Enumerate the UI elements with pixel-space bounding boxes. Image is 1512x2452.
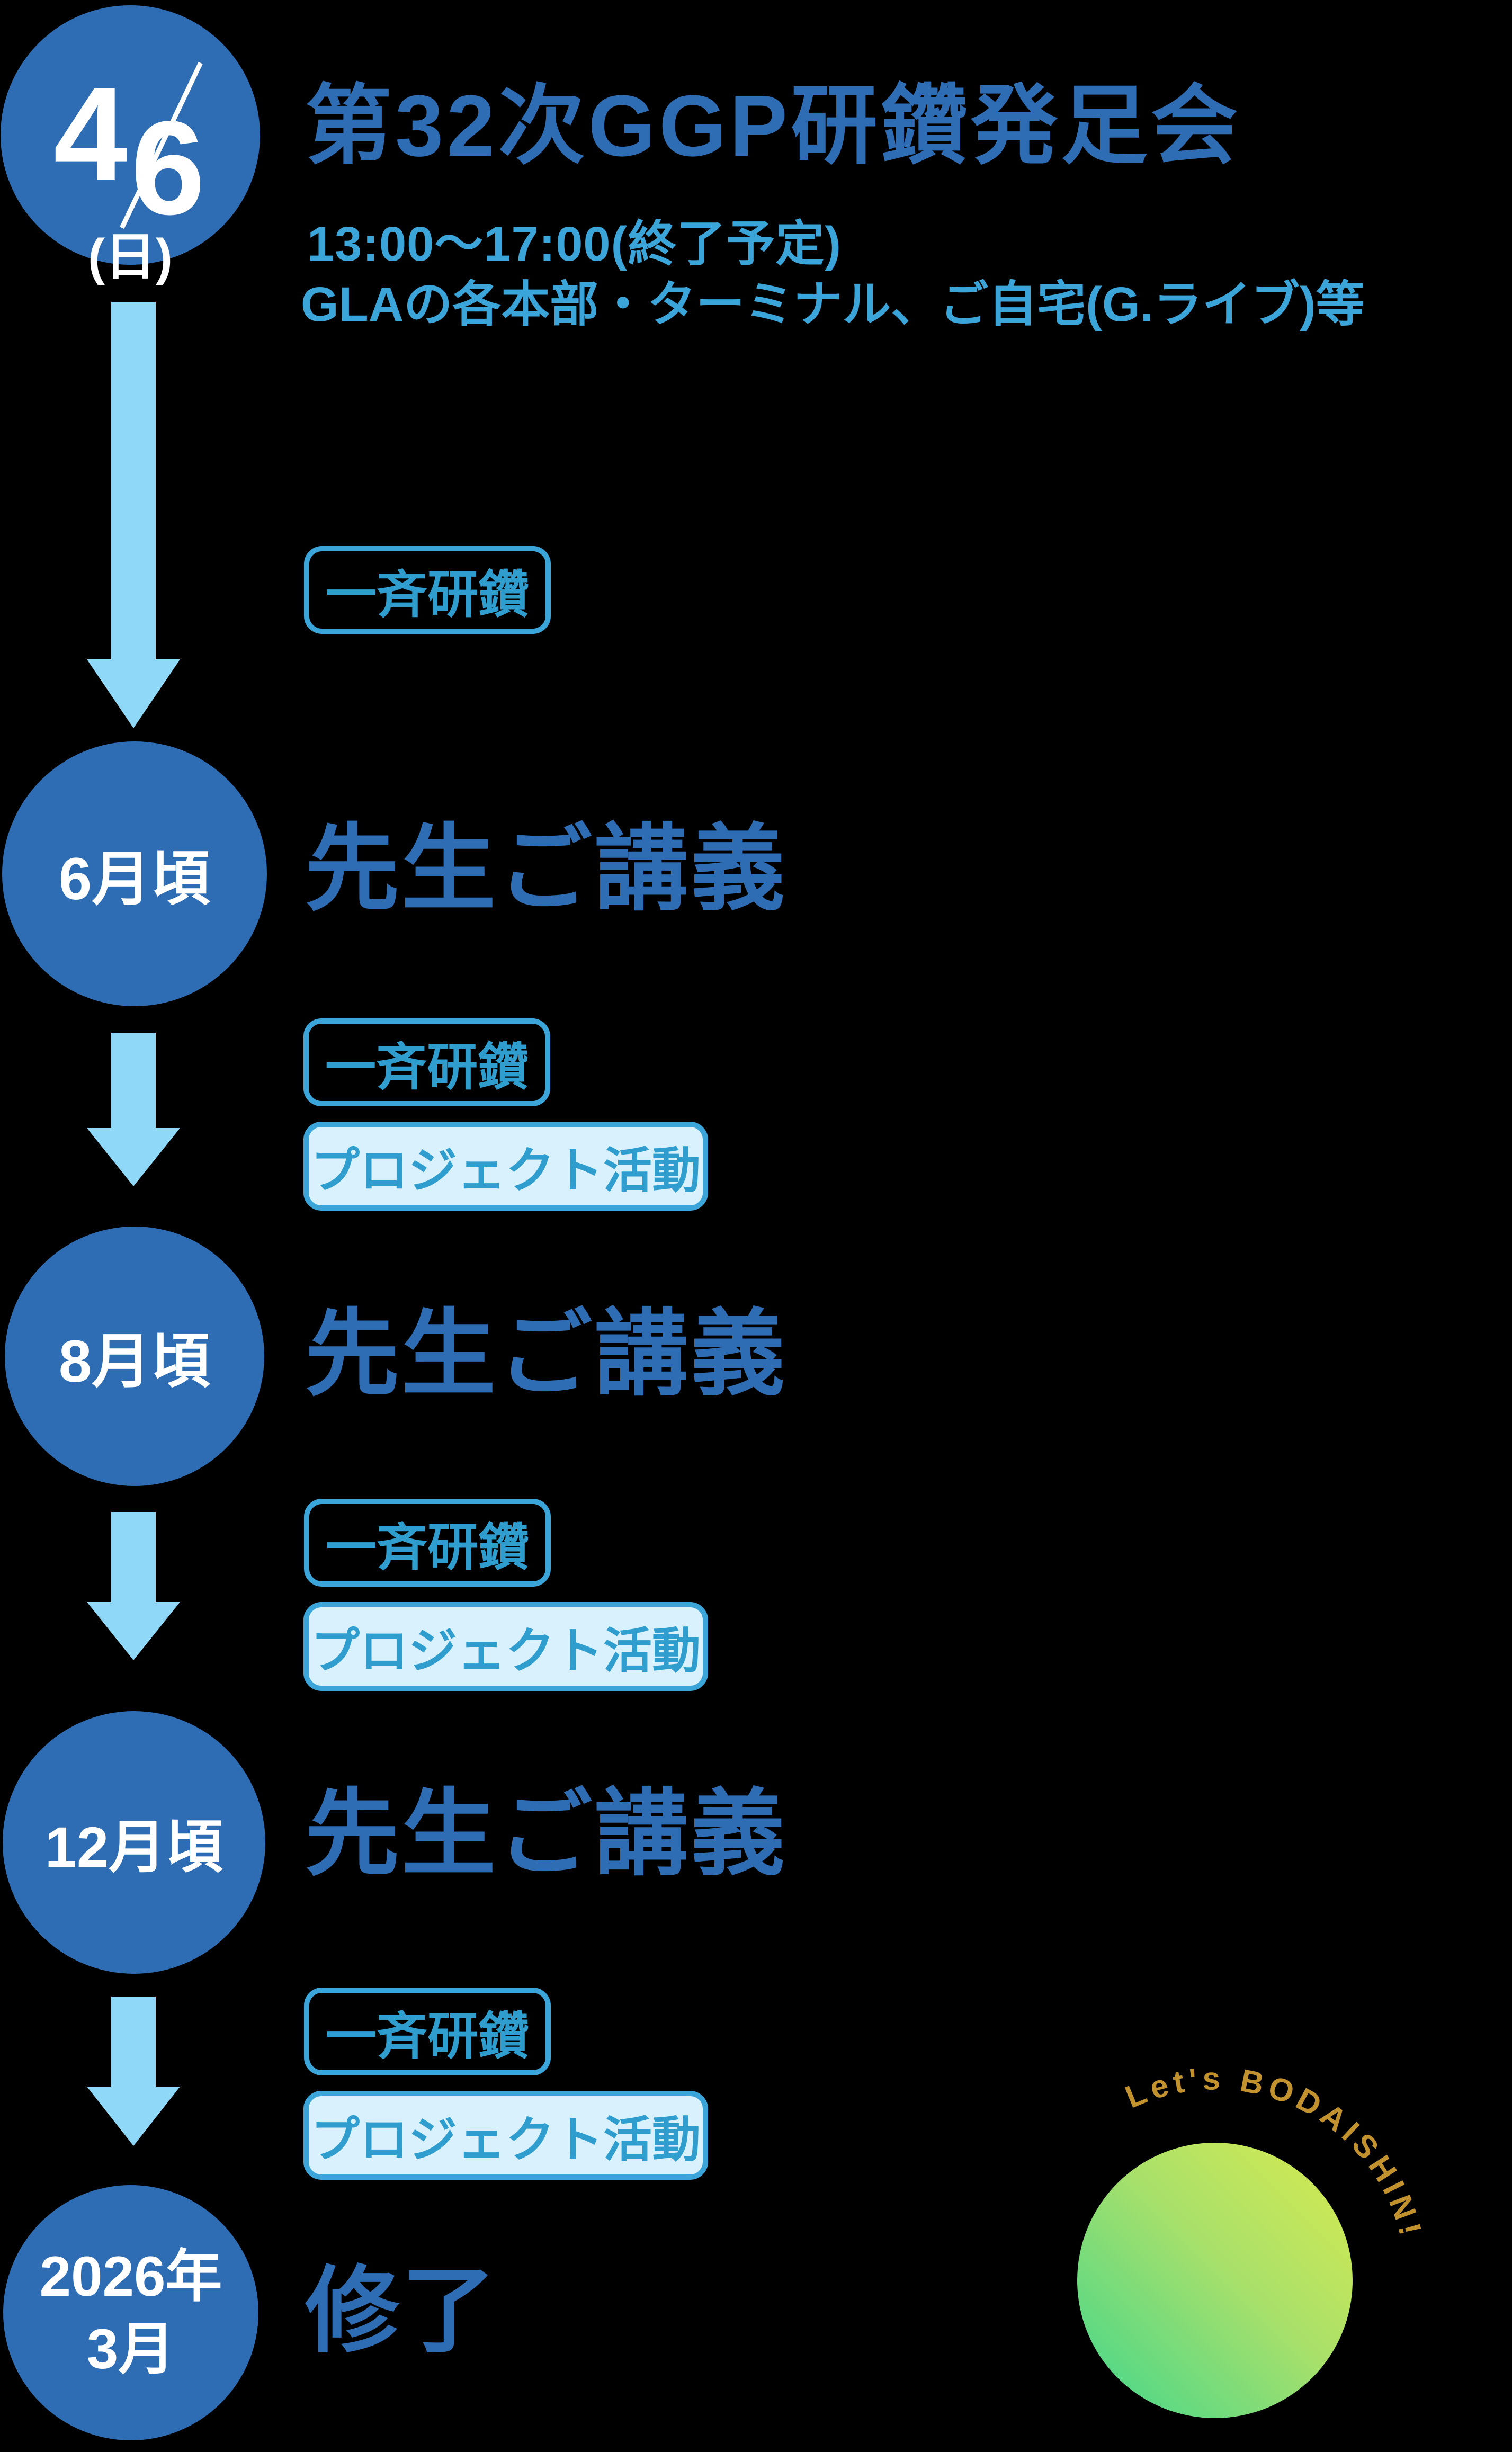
arrow-head-icon [87, 2087, 180, 2146]
arrow-down-1 [87, 302, 180, 728]
lecture-title-august: 先生ご講義 [305, 1301, 787, 1407]
arrow-shaft [111, 1512, 156, 1602]
arrow-shaft [111, 1997, 156, 2087]
date-day: 6 [131, 94, 205, 243]
lecture-title-december: 先生ご講義 [305, 1781, 787, 1886]
badge-project-activity: プロジェクト活動 [303, 1122, 708, 1211]
event-title-kickoff: 第32次GGP研鑽発足会 [305, 77, 1241, 174]
timeline-node-august: 8月頃 [5, 1227, 264, 1486]
lecture-title-june: 先生ご講義 [305, 816, 787, 921]
bodaishin-arc-text: Let's BODAISHIN! [1120, 2061, 1429, 2243]
arrow-down-3 [87, 1512, 180, 1660]
bodaishin-arc: Let's BODAISHIN! [1120, 2061, 1429, 2243]
timeline-node-december: 12月頃 [3, 1711, 265, 1974]
date-month: 3月 [86, 2317, 175, 2381]
badge-project-activity: プロジェクト活動 [303, 1602, 708, 1691]
arrow-head-icon [87, 659, 180, 728]
arrow-shaft [111, 1033, 156, 1128]
date-label: 12月頃 [44, 1815, 223, 1879]
arrow-down-2 [87, 1033, 180, 1186]
completion-title: 修了 [305, 2258, 498, 2364]
date-label: 6月頃 [58, 846, 211, 912]
timeline-node-march2026: 2026年 3月 [3, 2185, 258, 2440]
bodaishin-stamp-circle [1077, 2143, 1353, 2418]
date-year: 2026年 [39, 2244, 222, 2308]
timeline-node-apr6: 4 6 (日) [1, 5, 260, 283]
date-weekday: (日) [88, 229, 173, 285]
timeline-node-june: 6月頃 [2, 741, 267, 1006]
arrow-shaft [111, 302, 156, 659]
arrow-down-4 [87, 1997, 180, 2146]
arrow-head-icon [87, 1602, 180, 1660]
badge-issei-kensan: 一斉研鑽 [304, 1988, 551, 2075]
badge-project-activity: プロジェクト活動 [303, 2091, 708, 2180]
date-month: 4 [53, 60, 128, 209]
event-time: 13:00～17:00(終了予定) [307, 217, 842, 271]
event-venue: GLAの各本部・ターミナル、ご自宅(G.ライブ)等 [301, 278, 1365, 332]
badge-issei-kensan: 一斉研鑽 [304, 1499, 551, 1587]
badge-issei-kensan: 一斉研鑽 [304, 546, 551, 634]
date-label: 8月頃 [58, 1328, 211, 1394]
badge-issei-kensan: 一斉研鑽 [303, 1018, 550, 1106]
arrow-head-icon [87, 1128, 180, 1186]
